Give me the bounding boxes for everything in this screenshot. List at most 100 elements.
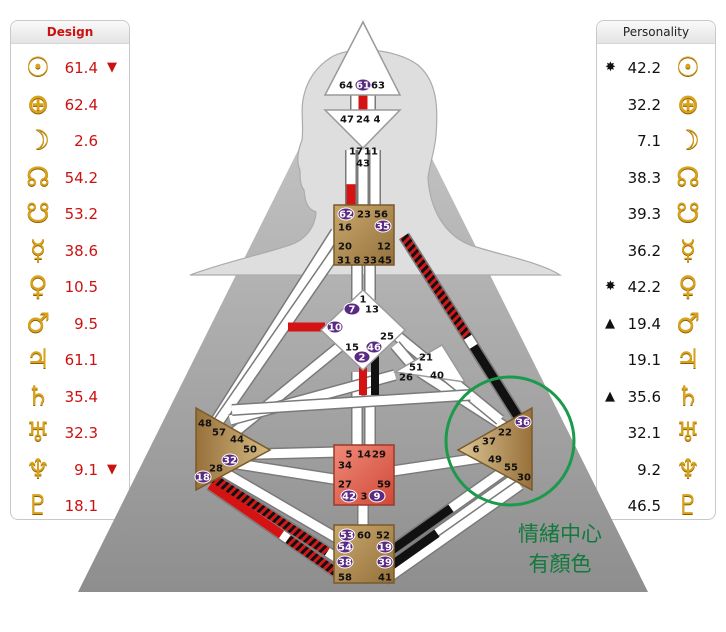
gate-44: 44 — [230, 435, 244, 446]
spleen-center — [195, 406, 272, 492]
gate-48: 48 — [198, 419, 212, 430]
planet-row: ♃61.1 — [11, 343, 129, 377]
gate-13: 13 — [365, 305, 379, 316]
gate-60: 60 — [357, 531, 371, 542]
gate-26: 26 — [399, 373, 413, 384]
gate-active-marker — [368, 489, 386, 503]
channel-activation — [469, 344, 524, 423]
gate-3: 3 — [361, 492, 368, 503]
personality-title: Personality — [597, 21, 715, 44]
planet-row: ☊38.3 — [597, 161, 715, 195]
gate-15: 15 — [345, 343, 359, 354]
gate-4: 4 — [374, 115, 381, 126]
gate-54: 54 — [338, 543, 352, 554]
channel — [231, 390, 471, 415]
gate-active-marker — [340, 489, 358, 503]
gate-marker: ✸ — [605, 279, 616, 294]
planet-value: 32.3 — [64, 424, 98, 442]
gate-46: 46 — [367, 343, 381, 354]
planet-value: 38.3 — [627, 168, 661, 187]
planet-row: ♇ 18.1 — [11, 489, 129, 523]
gate-active-marker — [326, 320, 344, 334]
planet-value: 42.2 — [627, 278, 661, 296]
gate-31: 31 — [337, 256, 351, 267]
planet-row: ♀ 10.5 — [11, 270, 129, 304]
gate-33: 33 — [363, 256, 377, 267]
gate-35: 35 — [376, 222, 390, 233]
gate-12: 12 — [377, 242, 391, 253]
solar-plexus-center — [456, 406, 533, 492]
planet-value: 53.2 — [64, 205, 98, 223]
planet-row: ♆9.1▼ — [11, 453, 129, 487]
planet-row: ♂19.4▲ — [597, 307, 715, 341]
planet-row: ☉61.4▼ — [11, 51, 129, 85]
gate-active-marker — [336, 540, 354, 554]
venus-icon: ♀ — [28, 271, 48, 302]
gate-16: 16 — [338, 223, 352, 234]
planet-row: ♇ 46.5 — [597, 489, 715, 523]
gate-36: 36 — [516, 418, 530, 429]
planet-row: ☊ 54.2 — [11, 161, 129, 195]
gate-active-marker — [343, 302, 361, 316]
neptune-icon: ♆ — [25, 453, 51, 485]
gate-61: 61 — [356, 81, 370, 92]
personality-panel: Personality ☉42.2✸⊕32.2☽7.1☊38.3☋39.3☿36… — [596, 20, 716, 523]
channel — [224, 457, 341, 485]
planet-row: ♄35.6▲ — [597, 380, 715, 414]
gate-51: 51 — [409, 363, 423, 374]
venus-icon: ♀ — [678, 271, 698, 302]
planet-value: 46.5 — [627, 497, 661, 515]
gate-39: 39 — [378, 558, 392, 569]
sun-icon: ☉ — [25, 52, 51, 83]
gate-52: 52 — [376, 531, 390, 542]
planet-value: 61.4 — [64, 59, 98, 77]
planet-row: ⊕ 32.2 — [597, 88, 715, 122]
mars-icon: ♂ — [675, 307, 701, 339]
design-title: Design — [11, 21, 129, 44]
planet-value: 35.6 — [627, 387, 661, 406]
planet-row: ♄35.4 — [11, 380, 129, 414]
planet-value: 10.5 — [64, 278, 98, 296]
planet-value: 9.2 — [637, 460, 661, 479]
gate-24: 24 — [356, 115, 370, 126]
planet-row: ☉42.2✸ — [597, 51, 715, 85]
ajna-center — [323, 109, 402, 150]
gate-57: 57 — [212, 428, 226, 439]
gate-active-marker — [376, 540, 394, 554]
planet-value: 35.4 — [64, 387, 98, 406]
planet-value: 54.2 — [64, 168, 98, 187]
emotional-center-highlight — [444, 375, 576, 507]
channel-activation — [400, 233, 472, 340]
planet-value: 32.2 — [627, 95, 661, 114]
gate-marker: ▲ — [605, 388, 615, 404]
planet-value: 9.5 — [74, 314, 98, 333]
gate-28: 28 — [209, 464, 223, 475]
gate-active-marker — [221, 453, 239, 467]
pluto-icon: ♇ — [25, 490, 51, 521]
planet-value: 19.4 — [627, 314, 661, 333]
pluto-icon: ♇ — [675, 490, 701, 521]
gate-38: 38 — [338, 558, 352, 569]
earth-icon: ⊕ — [676, 88, 700, 120]
gate-58: 58 — [338, 573, 352, 584]
gate-active-marker — [365, 340, 383, 354]
planet-row: ☽2.6 — [11, 124, 129, 158]
head-center — [323, 20, 402, 96]
gate-marker: ▼ — [107, 461, 117, 477]
uranus-icon: ♅ — [675, 417, 701, 448]
gate-34: 34 — [338, 461, 352, 472]
uranus-icon: ♅ — [25, 417, 51, 448]
planet-value: 18.1 — [64, 497, 98, 515]
gate-30: 30 — [517, 473, 531, 484]
gate-5: 5 — [346, 450, 353, 461]
gate-56: 56 — [374, 210, 388, 221]
channel — [210, 326, 363, 454]
gate-18: 18 — [196, 473, 210, 484]
jupiter-icon: ♃ — [675, 344, 701, 375]
south-node-icon: ☋ — [676, 198, 700, 229]
planet-value: 2.6 — [74, 132, 98, 150]
jupiter-icon: ♃ — [25, 344, 51, 375]
north-node-icon: ☊ — [26, 161, 50, 193]
mars-icon: ♂ — [25, 307, 51, 339]
